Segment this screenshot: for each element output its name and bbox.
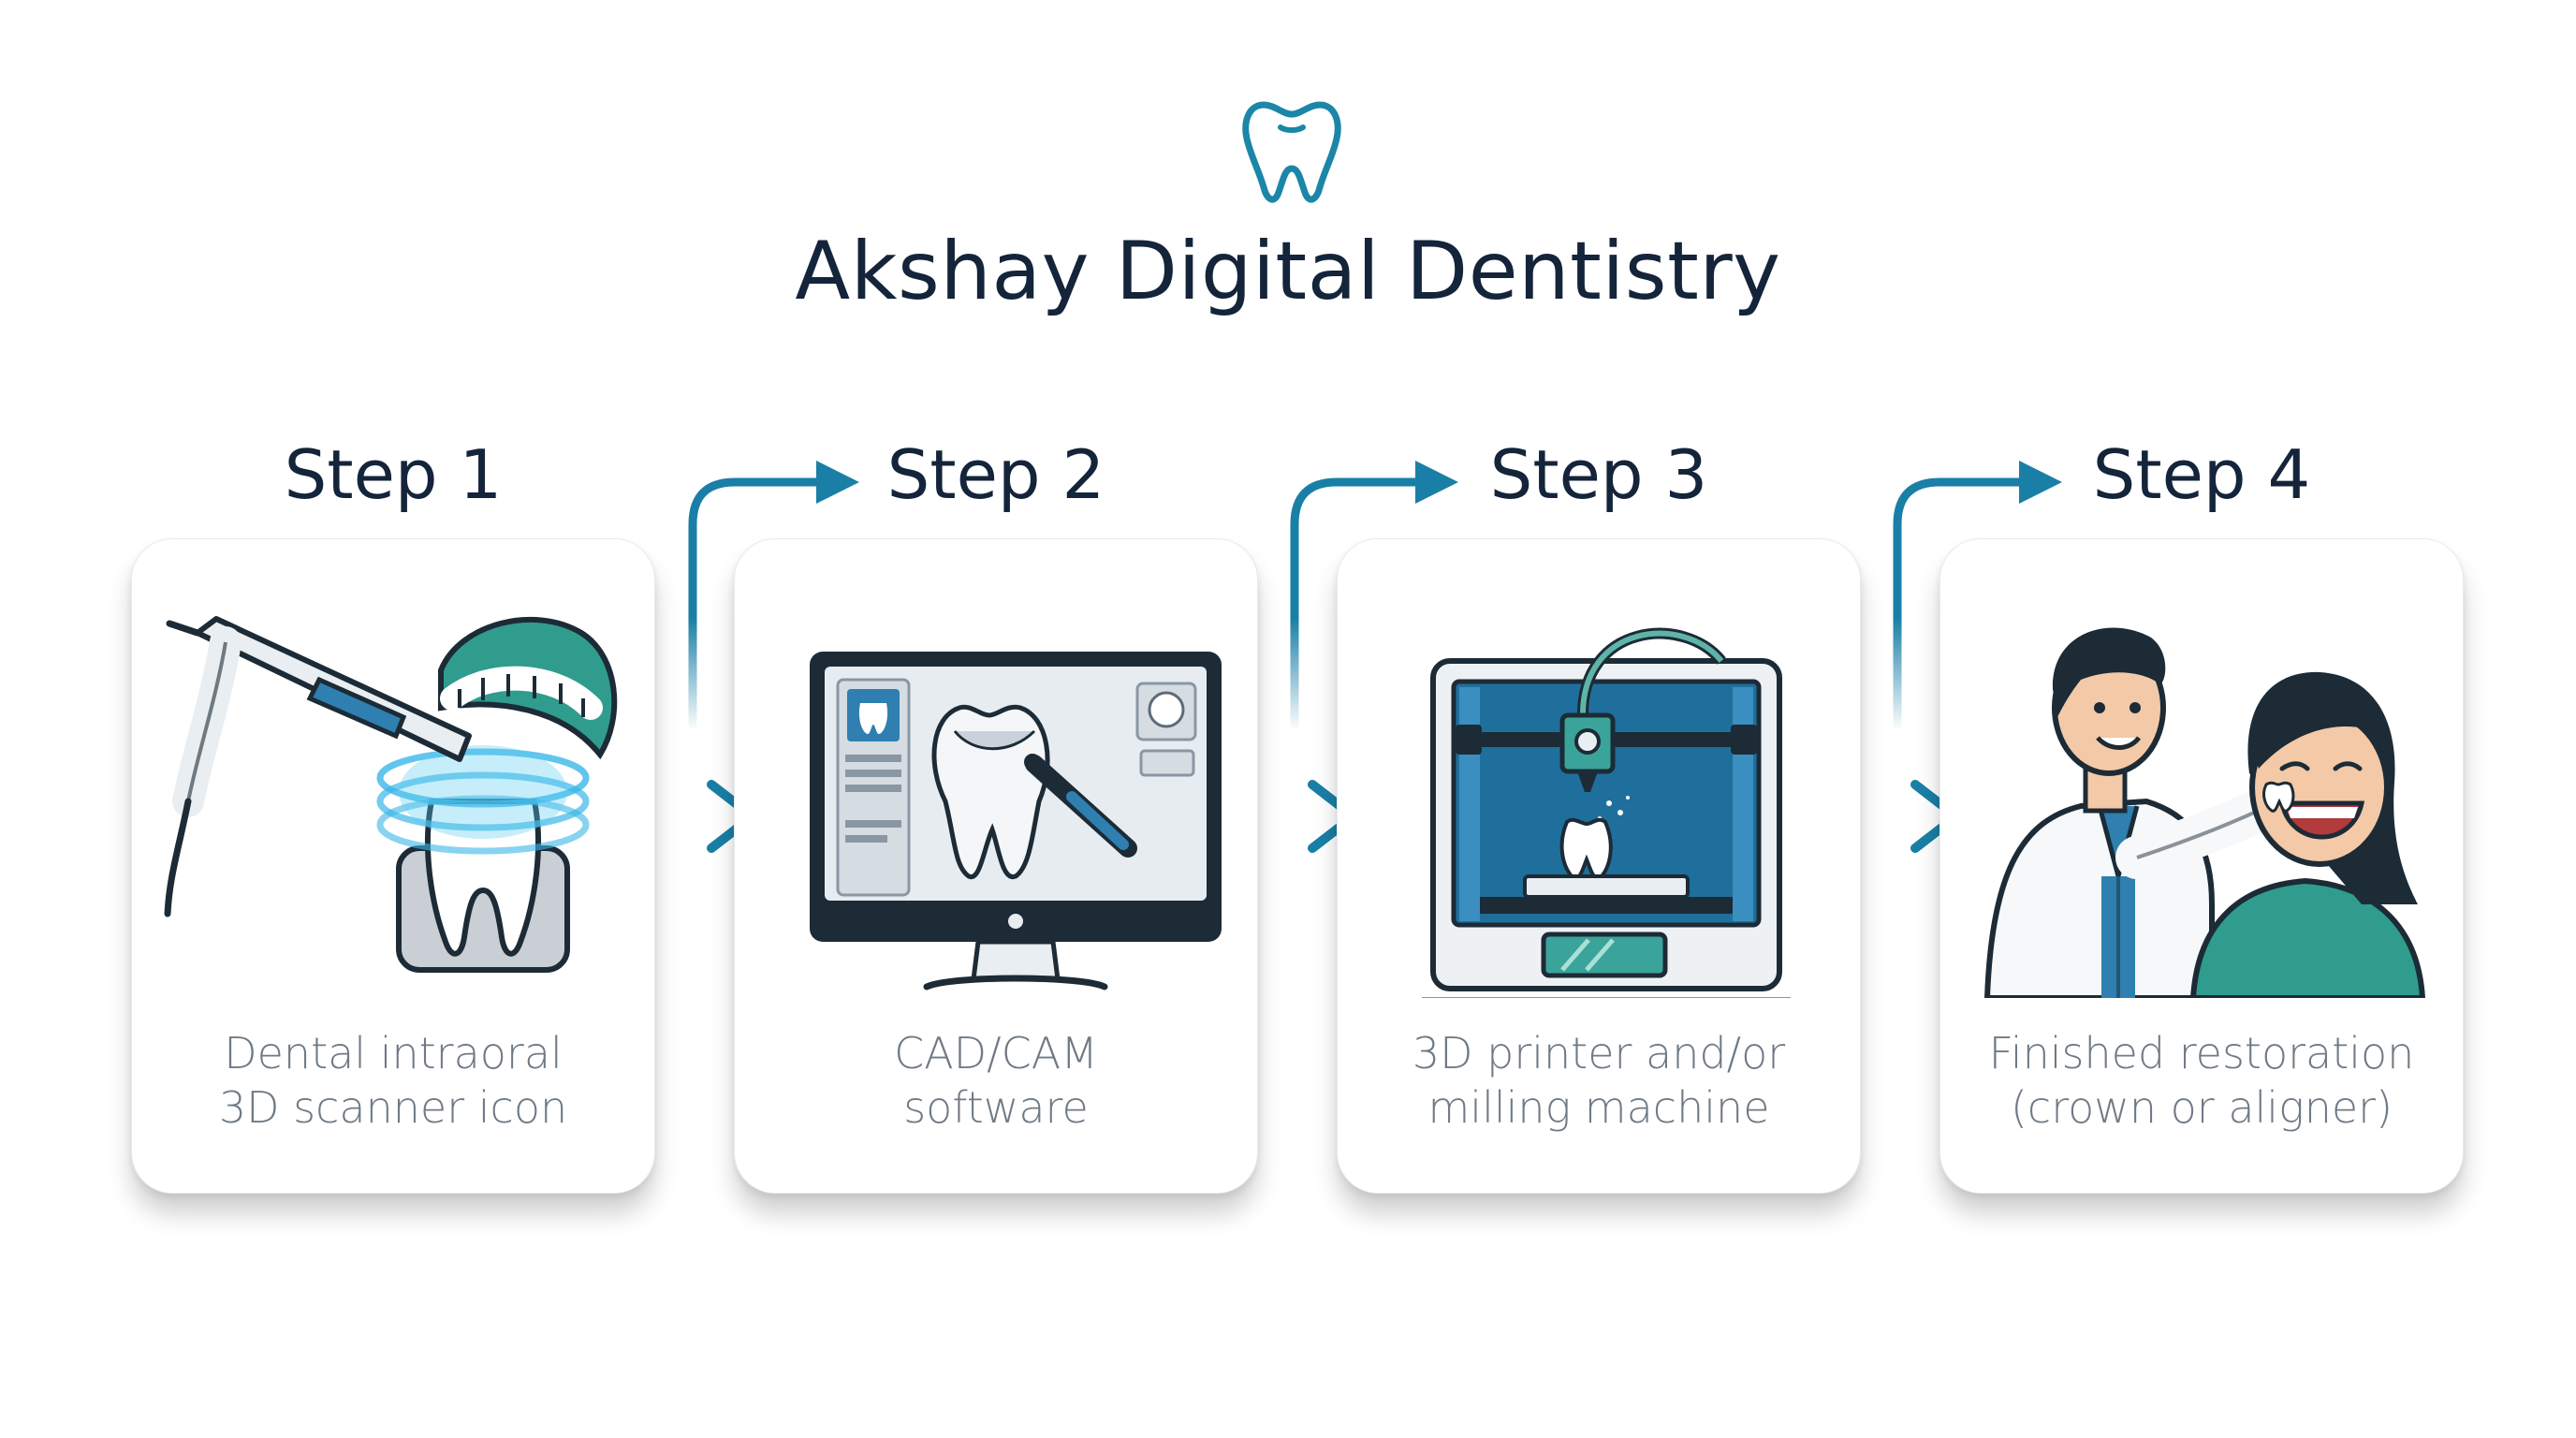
dentist-patient-icon (1983, 627, 2426, 998)
step-3-card: 3D printer and/or milling machine (1337, 538, 1861, 1194)
step-1-label: Step 1 (284, 435, 503, 514)
step-2-caption-line1: CAD/CAM (894, 1028, 1098, 1078)
cad-monitor-icon (810, 652, 1222, 990)
step-1-card: Dental intraoral 3D scanner icon (131, 538, 655, 1194)
step-2-caption-line2: software (903, 1082, 1089, 1133)
step-3-label: Step 3 (1489, 435, 1708, 514)
step-3-caption-line2: milling machine (1427, 1082, 1770, 1133)
step-1-caption-line1: Dental intraoral (224, 1028, 563, 1078)
step-2-label: Step 2 (886, 435, 1105, 514)
page-title: Akshay Digital Dentistry (795, 225, 1781, 318)
step-4-card: Finished restoration (crown or aligner) (1939, 538, 2464, 1194)
3d-printer-icon (1422, 627, 1791, 998)
intraoral-scanner-icon (164, 616, 618, 973)
step-4-caption-line1: Finished restoration (1988, 1028, 2415, 1078)
step-4-caption-line2: (crown or aligner) (2010, 1082, 2393, 1133)
step-4-label: Step 4 (2092, 435, 2311, 514)
step-1-caption-line2: 3D scanner icon (218, 1082, 568, 1133)
tooth-logo-icon (1242, 101, 1341, 203)
step-2-card: CAD/CAM software (734, 538, 1258, 1194)
step-3-caption-line1: 3D printer and/or (1412, 1028, 1786, 1078)
